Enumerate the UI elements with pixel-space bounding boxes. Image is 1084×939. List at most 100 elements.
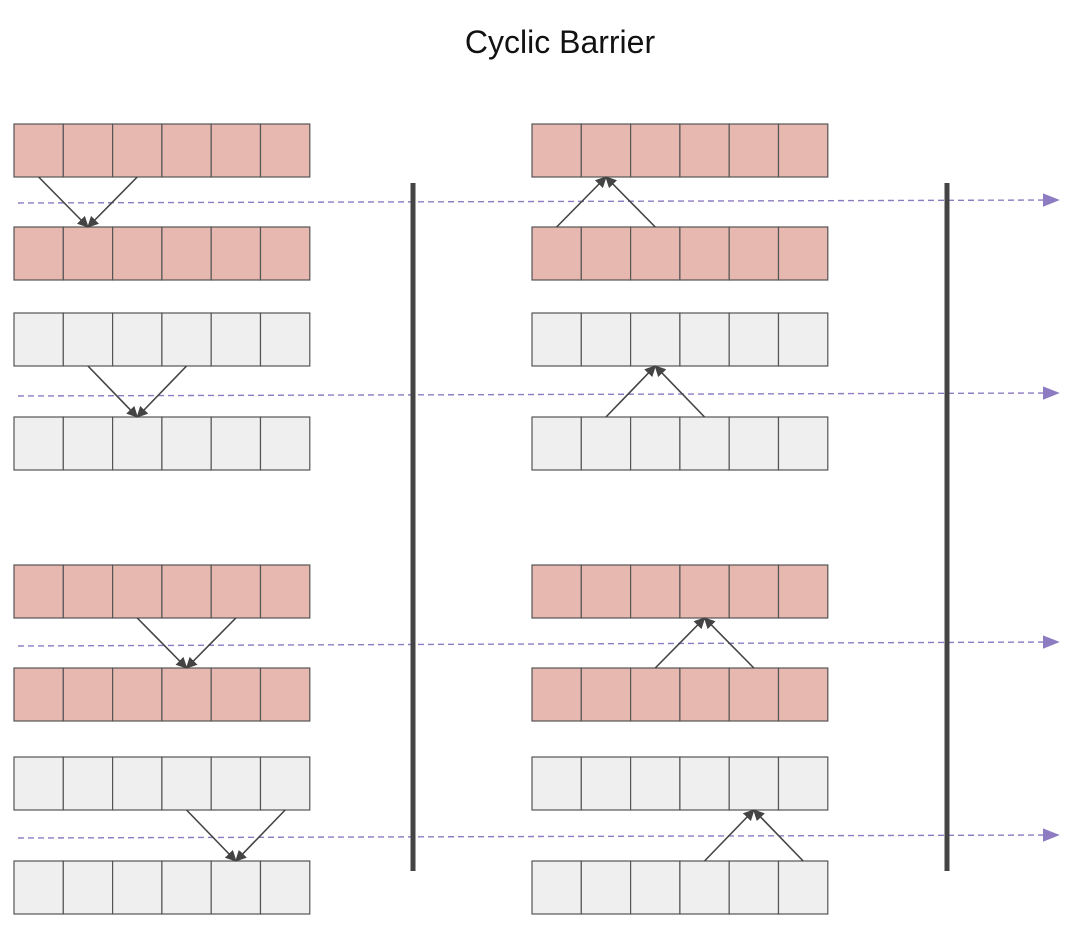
- cell: [111, 667, 163, 722]
- cell-row: [531, 756, 829, 811]
- cell: [531, 564, 582, 619]
- transfer-arrow: [87, 365, 139, 418]
- cell: [777, 312, 829, 367]
- arrows-layer: [38, 176, 804, 862]
- cell: [161, 860, 212, 915]
- cell: [13, 123, 64, 178]
- cell: [62, 312, 114, 367]
- cell: [679, 667, 730, 722]
- cell: [580, 756, 632, 811]
- cell-row: [13, 860, 311, 915]
- cell: [13, 226, 64, 281]
- cell: [259, 564, 311, 619]
- cell-row: [13, 123, 311, 178]
- cell: [679, 312, 730, 367]
- cell: [13, 564, 64, 619]
- diagram-title: Cyclic Barrier: [464, 24, 656, 60]
- transfer-arrow: [605, 365, 657, 418]
- cell: [111, 226, 163, 281]
- cell: [210, 756, 262, 811]
- transfer-arrow: [753, 809, 804, 862]
- timeline-arrow: [17, 635, 1060, 649]
- cell: [629, 312, 681, 367]
- transfer-arrow: [654, 617, 706, 669]
- cell: [580, 564, 632, 619]
- cell: [13, 667, 64, 722]
- cell: [629, 416, 681, 471]
- cell: [62, 226, 114, 281]
- cell: [728, 667, 780, 722]
- cell: [728, 756, 780, 811]
- cell: [111, 756, 163, 811]
- cell: [777, 667, 829, 722]
- cell: [629, 226, 681, 281]
- cell: [531, 667, 582, 722]
- cell: [210, 123, 262, 178]
- transfer-arrow: [136, 617, 188, 669]
- cell-row: [13, 416, 311, 471]
- cell: [531, 416, 582, 471]
- cell: [728, 226, 780, 281]
- cell-row: [531, 667, 829, 722]
- cell: [13, 312, 64, 367]
- cell: [259, 667, 311, 722]
- cell: [679, 416, 730, 471]
- cell-row: [13, 564, 311, 619]
- cell: [580, 860, 632, 915]
- cell: [13, 416, 64, 471]
- cell-row: [531, 312, 829, 367]
- cell-row: [13, 312, 311, 367]
- timeline-arrow: [17, 828, 1060, 842]
- cell-row: [531, 123, 829, 178]
- cell: [13, 860, 64, 915]
- cell-row: [531, 226, 829, 281]
- cell: [161, 756, 212, 811]
- cell: [259, 226, 311, 281]
- cell: [777, 756, 829, 811]
- cell: [629, 756, 681, 811]
- cell-row: [531, 564, 829, 619]
- cell: [728, 860, 780, 915]
- cell: [210, 416, 262, 471]
- transfer-arrow: [235, 809, 286, 862]
- cell: [580, 416, 632, 471]
- cell: [161, 564, 212, 619]
- cell: [210, 312, 262, 367]
- cell: [62, 860, 114, 915]
- cell: [777, 123, 829, 178]
- transfer-arrow: [185, 809, 237, 862]
- cell: [580, 123, 632, 178]
- cell: [210, 860, 262, 915]
- cell: [531, 123, 582, 178]
- cell: [62, 756, 114, 811]
- cell: [629, 123, 681, 178]
- cell: [728, 416, 780, 471]
- cell-row: [13, 226, 311, 281]
- cell: [259, 416, 311, 471]
- cell: [580, 667, 632, 722]
- barriers-layer: [410, 183, 950, 871]
- cell: [629, 860, 681, 915]
- cell: [161, 416, 212, 471]
- transfer-arrow: [605, 176, 656, 228]
- cell: [259, 860, 311, 915]
- cell: [161, 226, 212, 281]
- cell: [580, 312, 632, 367]
- transfer-arrow: [703, 617, 755, 669]
- cell: [777, 226, 829, 281]
- cell: [777, 564, 829, 619]
- cell: [728, 312, 780, 367]
- cell: [679, 564, 730, 619]
- cell-row: [531, 860, 829, 915]
- rows-layer: [13, 123, 829, 915]
- cell: [259, 756, 311, 811]
- transfer-arrow: [185, 617, 237, 669]
- cell: [111, 123, 163, 178]
- cell: [531, 312, 582, 367]
- cell: [62, 123, 114, 178]
- cell: [210, 564, 262, 619]
- cell: [679, 860, 730, 915]
- cell: [62, 667, 114, 722]
- cell: [111, 564, 163, 619]
